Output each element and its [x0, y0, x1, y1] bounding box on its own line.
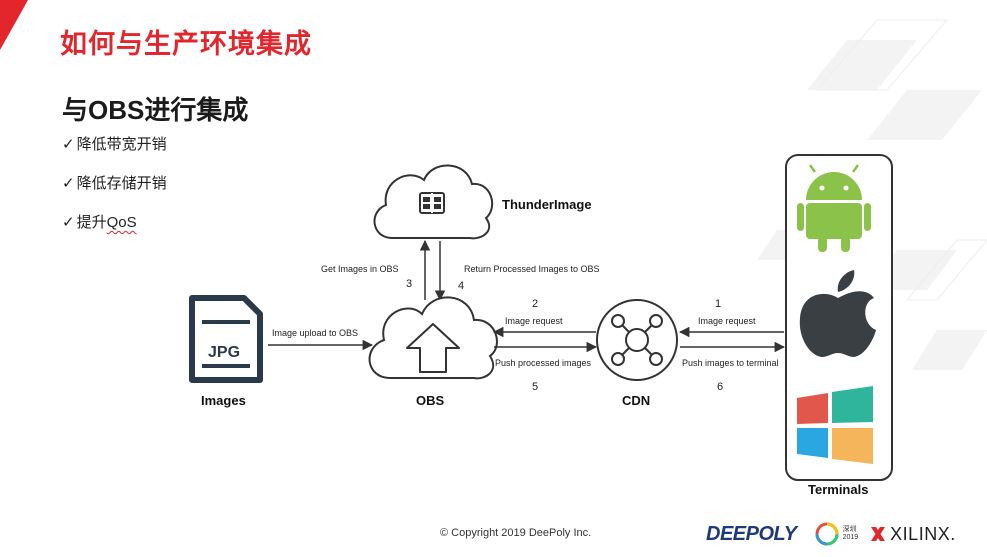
step-number: 1	[715, 298, 721, 310]
bullet-text: 降低带宽开销	[76, 136, 167, 153]
deepoly-logo-text: DEEPOLY	[706, 522, 797, 545]
upload-label: Image upload to OBS	[272, 328, 358, 338]
network-hub-icon	[596, 299, 678, 381]
copyright-text: © Copyright 2019 DeePoly Inc.	[440, 527, 592, 539]
list-item: ✓降低带宽开销	[62, 132, 167, 171]
slide-subtitle: 与OBS进行集成	[62, 95, 249, 125]
return-processed-label: Return Processed Images to OBS	[464, 264, 600, 274]
benefit-list: ✓降低带宽开销 ✓降低存储开销 ✓提升QoS	[62, 132, 167, 249]
android-icon	[797, 164, 871, 252]
slide-title: 如何与生产环境集成	[60, 29, 312, 59]
sync-icon	[419, 192, 445, 214]
list-item: ✓降低存储开销	[62, 171, 167, 210]
push-processed-label: Push processed images	[495, 358, 592, 368]
xilinx-logo-text: XILINX.	[890, 523, 956, 544]
deepoly-logo: DEEPOLY	[706, 523, 797, 546]
xilinx-logo: XILINX.	[870, 524, 956, 545]
thunderimage-label: ThunderImage	[502, 197, 592, 212]
jpg-file-icon	[189, 295, 263, 383]
apple-icon	[799, 270, 876, 357]
check-icon: ✓	[62, 175, 75, 192]
images-label: Images	[201, 393, 246, 408]
bullet-text-qos: QoS	[106, 214, 137, 231]
event-badge-icon	[815, 522, 839, 546]
list-item: ✓提升QoS	[62, 210, 167, 249]
step-number: 5	[532, 381, 538, 393]
windows-icon	[797, 386, 873, 464]
bullet-text: 提升	[76, 214, 107, 231]
step-number: 2	[532, 298, 538, 310]
obs-label: OBS	[416, 393, 445, 408]
push-to-terminal-label: Push images to terminal	[682, 358, 779, 368]
footer-logos: DEEPOLY 深圳 2019 XILINX.	[706, 519, 956, 549]
terminals-label: Terminals	[808, 482, 868, 497]
step-number: 3	[406, 278, 412, 290]
step-number: 4	[458, 280, 464, 292]
badge-year: 2019	[842, 534, 859, 541]
event-badge: 深圳 2019	[815, 522, 859, 546]
image-request-cdn-label: Image request	[505, 316, 563, 326]
image-request-terminal-label: Image request	[698, 316, 756, 326]
xilinx-mark-icon	[871, 527, 886, 541]
step-number: 6	[717, 381, 723, 393]
badge-city: 深圳	[842, 526, 857, 533]
get-images-label: Get Images in OBS	[321, 264, 399, 274]
bullet-text: 降低存储开销	[76, 175, 167, 192]
check-icon: ✓	[62, 214, 75, 231]
red-corner-decoration	[0, 0, 28, 50]
check-icon: ✓	[62, 136, 75, 153]
upload-arrow-icon	[406, 323, 460, 373]
cdn-label: CDN	[622, 393, 650, 408]
jpg-file-label: JPG	[208, 344, 240, 361]
